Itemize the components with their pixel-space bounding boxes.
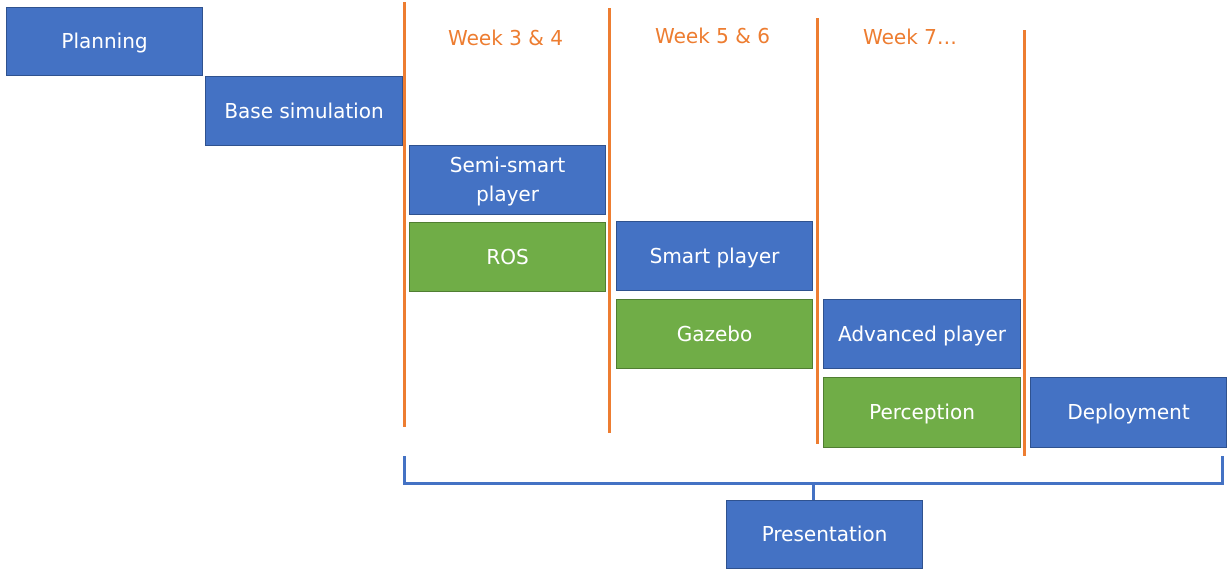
ros-box: ROS <box>409 222 606 292</box>
deployment-box: Deployment <box>1030 377 1227 448</box>
base-simulation-box: Base simulation <box>205 76 403 146</box>
advanced-player-box: Advanced player <box>823 299 1021 369</box>
gazebo-label: Gazebo <box>676 321 753 346</box>
planning-box: Planning <box>6 7 203 76</box>
presentation-bracket-left-tick <box>403 456 406 485</box>
base-simulation-label: Base simulation <box>224 98 384 123</box>
semi-smart-player-label-line-1: Semi-smart <box>449 153 566 177</box>
week-divider-line-4 <box>1023 30 1026 456</box>
perception-box: Perception <box>823 377 1021 448</box>
ros-label: ROS <box>486 244 529 269</box>
presentation-box: Presentation <box>726 500 923 569</box>
gazebo-box: Gazebo <box>616 299 813 369</box>
advanced-player-label: Advanced player <box>837 321 1007 346</box>
semi-smart-player-box: Semi-smart player <box>409 145 606 215</box>
presentation-bracket-right-tick <box>1221 456 1224 485</box>
week-divider-line-1 <box>403 2 406 427</box>
presentation-label: Presentation <box>761 522 888 546</box>
planning-label: Planning <box>61 29 148 53</box>
week-5-6-label: Week 5 & 6 <box>655 24 770 48</box>
smart-player-label: Smart player <box>649 243 780 268</box>
week-3-4-label: Week 3 & 4 <box>448 26 563 50</box>
week-divider-line-2 <box>608 8 611 433</box>
week-7-label: Week 7… <box>863 25 957 49</box>
semi-smart-player-label-line-2: player <box>476 182 539 206</box>
presentation-bracket-stem <box>812 482 815 500</box>
smart-player-box: Smart player <box>616 221 813 291</box>
perception-label: Perception <box>869 400 975 424</box>
deployment-label: Deployment <box>1067 400 1190 424</box>
week-divider-line-3 <box>816 18 819 444</box>
